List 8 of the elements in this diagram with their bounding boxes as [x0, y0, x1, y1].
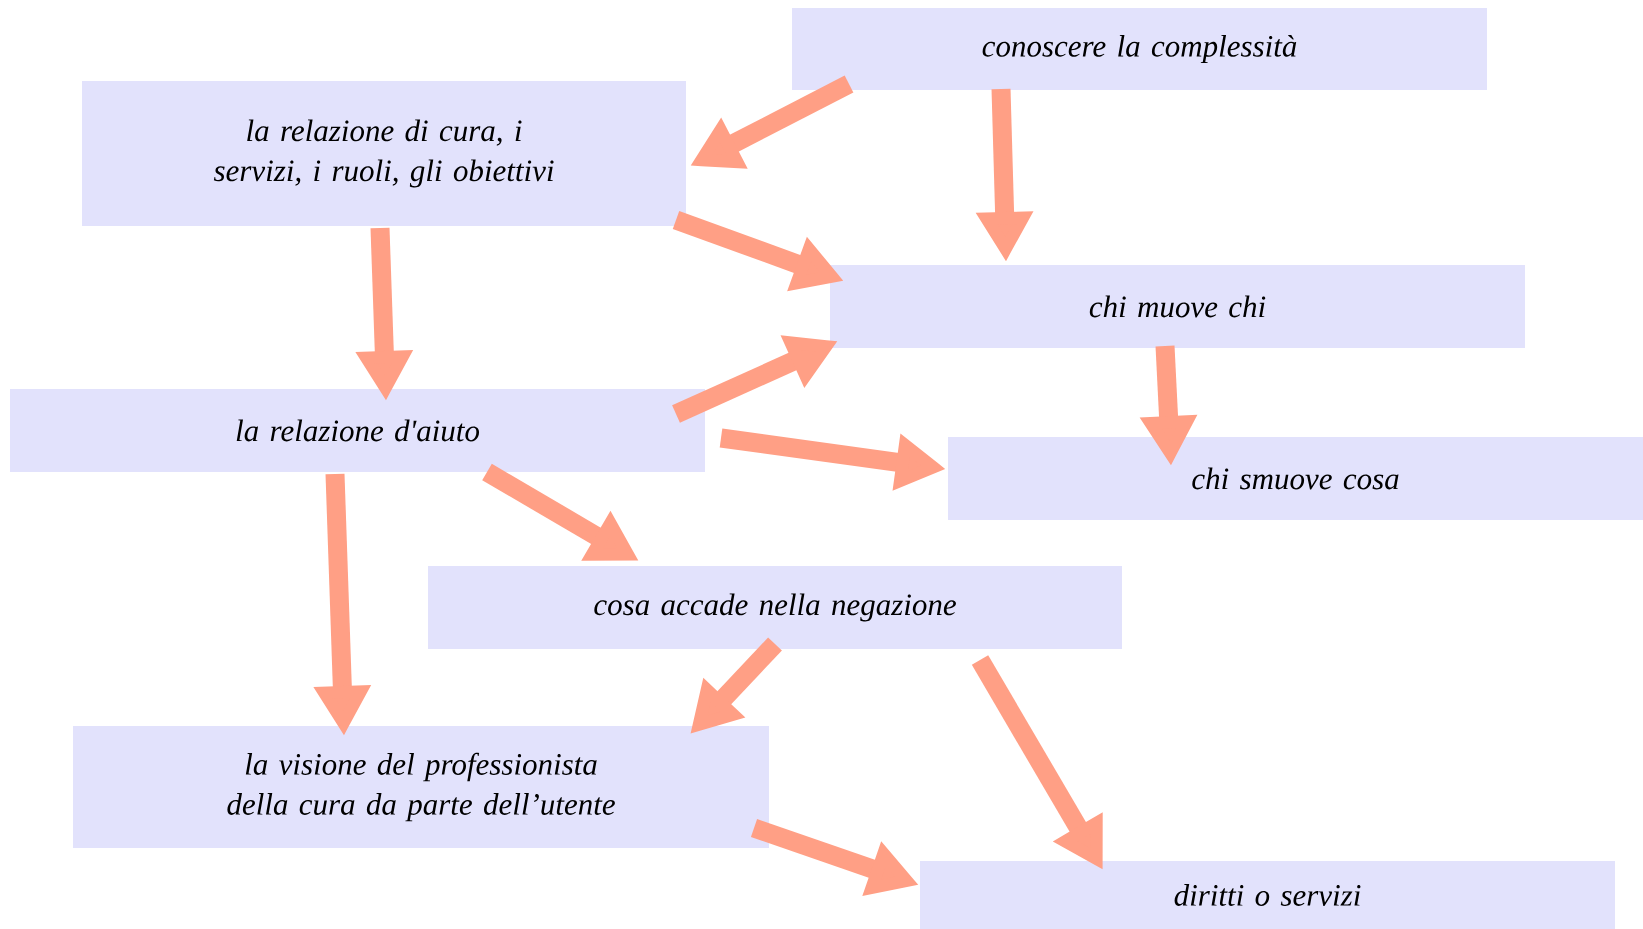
text-box: la relazione di cura, i servizi, i ruoli, gli obiettivi: [82, 81, 686, 226]
text-box: chi smuove cosa: [948, 437, 1643, 520]
text-box: cosa accade nella negazione: [428, 566, 1122, 649]
text-box: la visione del professionista della cura da parte dell’utente: [73, 726, 769, 848]
text-box: la relazione d'aiuto: [10, 389, 705, 472]
text-box: chi muove chi: [830, 265, 1525, 348]
text-box: conoscere la complessità: [792, 8, 1487, 90]
text-box: diritti o servizi: [920, 861, 1615, 929]
